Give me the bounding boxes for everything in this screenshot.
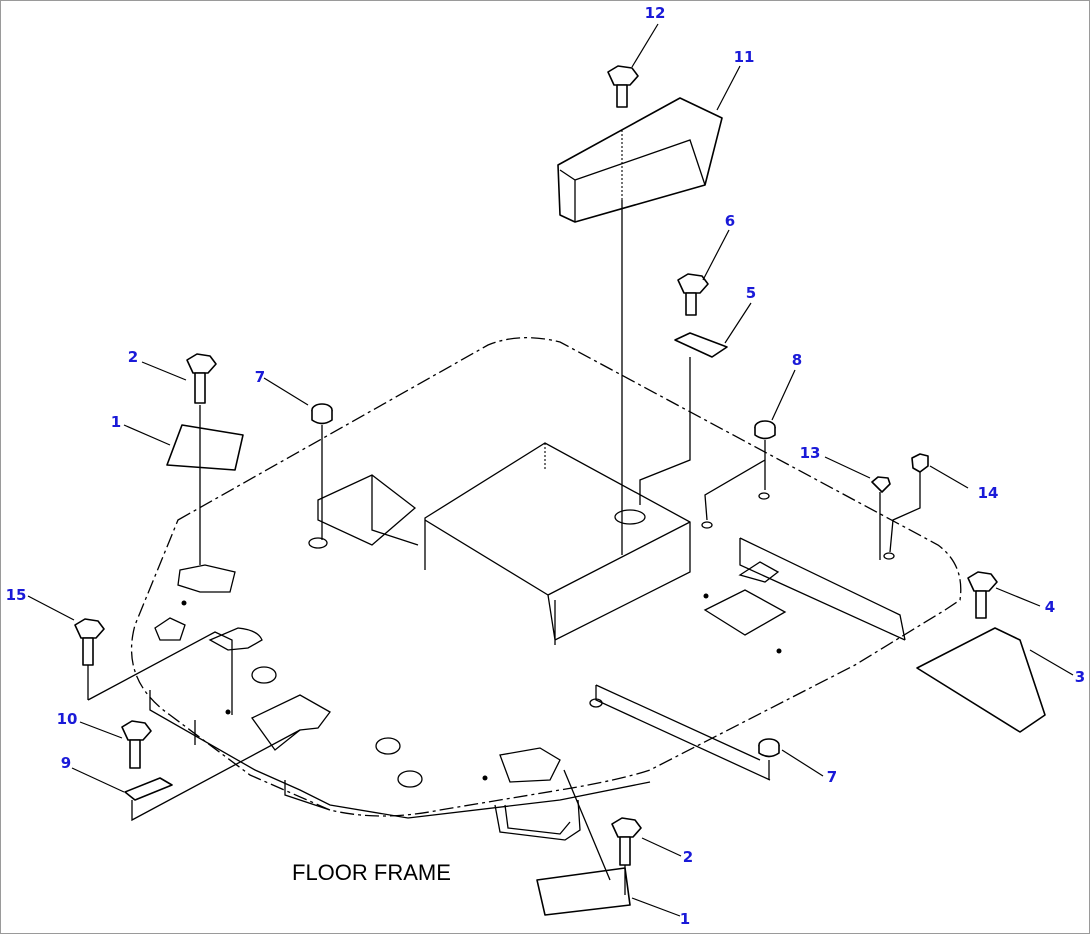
part-14-plug (911, 453, 929, 473)
part-12-bolt (607, 65, 639, 108)
callout-8: 8 (792, 351, 802, 369)
callout-7-upper: 7 (255, 368, 265, 386)
part-6-bolt (677, 273, 709, 316)
part-9-plate (124, 777, 173, 801)
callout-12: 12 (645, 4, 666, 22)
part-7-cap-lower (758, 738, 780, 758)
part-15-bolt (74, 618, 105, 666)
callout-5: 5 (746, 284, 756, 302)
part-2-bolt-upper (186, 353, 217, 404)
part-13-grommet (871, 476, 891, 493)
callout-14: 14 (978, 484, 999, 502)
callout-2-upper: 2 (128, 348, 138, 366)
floor-frame-outline (131, 337, 962, 817)
callout-4: 4 (1045, 598, 1055, 616)
part-7-cap-upper (311, 403, 333, 425)
part-3-bracket (916, 627, 1046, 733)
callout-2-lower: 2 (683, 848, 693, 866)
callout-11: 11 (734, 48, 755, 66)
callout-10: 10 (57, 710, 78, 728)
part-2-bolt-lower (611, 817, 642, 866)
callout-13: 13 (800, 444, 821, 462)
part-10-bolt (121, 720, 152, 769)
part-5-plate (674, 332, 728, 358)
center-box (424, 442, 691, 645)
part-1-plate-upper (166, 424, 244, 471)
diagram-caption: FLOOR FRAME (292, 860, 451, 885)
part-8-cap (754, 420, 776, 440)
part-4-bolt (967, 571, 998, 619)
callout-9: 9 (61, 754, 71, 772)
part-11-cover (557, 97, 723, 223)
callout-1-upper: 1 (111, 413, 121, 431)
part-1-plate-lower (536, 867, 631, 916)
callout-6: 6 (725, 212, 735, 230)
callout-1-lower: 1 (680, 910, 690, 928)
callout-15: 15 (6, 586, 27, 604)
callout-7-lower: 7 (827, 768, 837, 786)
callout-3: 3 (1075, 668, 1085, 686)
